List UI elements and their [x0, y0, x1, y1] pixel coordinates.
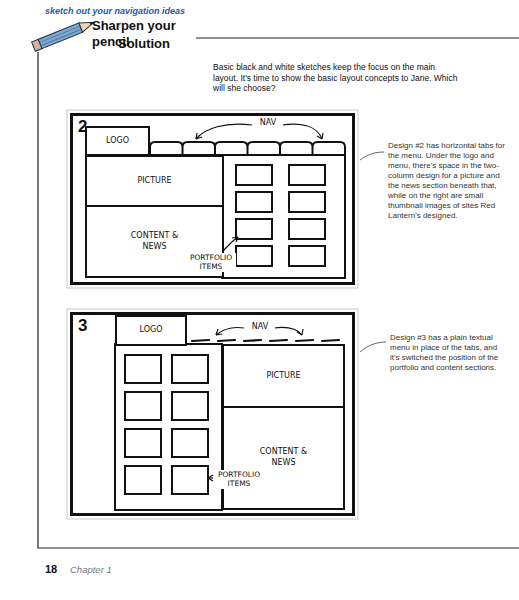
sketch-shadow: [67, 110, 358, 288]
thumbnail-box: [125, 392, 161, 420]
sketch-frame: 3 LOGO PICTURE CONTENT & NEWS: [70, 312, 355, 516]
nav-arrow: [196, 124, 252, 139]
box-label: PICTURE: [266, 371, 300, 382]
thumbnail-box: [236, 246, 272, 266]
box-label: PICTURE: [137, 176, 171, 187]
box-label: CONTENT & NEWS: [131, 231, 179, 253]
intro-text: Basic black and white sketches keep the …: [213, 62, 458, 94]
arrowhead: [196, 133, 202, 139]
sketch-number: 3: [78, 316, 87, 336]
nav-arrow: [282, 124, 322, 139]
annotation: Design #2 has horizontal tabs for the me…: [388, 141, 512, 221]
sketch-shadow: [67, 309, 358, 519]
thumbnail-grid: [236, 165, 325, 266]
box-label: LOGO: [140, 325, 163, 336]
portfolio-arrow: [222, 237, 238, 252]
thumbnail-box: [289, 246, 325, 266]
portfolio-label: PORTFOLIO ITEMS: [186, 253, 236, 272]
banner-rule: [196, 37, 519, 38]
content-box: CONTENT & NEWS: [222, 406, 345, 510]
nav-arrow: [274, 327, 302, 335]
arrowhead: [208, 475, 213, 481]
thumbnail-box: [172, 466, 208, 494]
arrowhead: [297, 329, 303, 335]
page-number: 18: [45, 563, 65, 577]
picture-box: PICTURE: [222, 344, 345, 408]
portfolio-label: PORTFOLIO ITEMS: [214, 470, 264, 489]
nav-label: NAV: [253, 118, 283, 128]
thumbnail-box: [289, 165, 325, 185]
thumbnail-box: [289, 219, 325, 239]
arrowhead: [317, 133, 323, 139]
thumbnail-box: [125, 466, 161, 494]
thumbnail-box: [172, 429, 208, 457]
box-label: LOGO: [106, 136, 129, 147]
nav-tabs: [150, 142, 345, 155]
arrowhead: [232, 237, 238, 242]
banner-subtitle: Solution: [118, 36, 198, 52]
arrowhead: [216, 329, 222, 335]
chapter-label: Chapter 1: [70, 564, 150, 576]
running-header: sketch out your navigation ideas: [45, 6, 345, 17]
box-label: CONTENT & NEWS: [260, 447, 308, 469]
pencil-icon: [32, 18, 96, 52]
thumbnail-box: [236, 219, 272, 239]
portfolio-column: [222, 155, 345, 278]
leader-line: [360, 342, 386, 352]
logo-box: LOGO: [115, 315, 187, 346]
annotation: Design #3 has a plain textual menu in pl…: [390, 333, 508, 373]
picture-box: PICTURE: [85, 155, 224, 207]
text-menu: [192, 340, 339, 341]
thumbnail-box: [172, 392, 208, 420]
thumbnail-box: [172, 355, 208, 383]
thumbnail-box: [125, 355, 161, 383]
thumbnail-box: [125, 429, 161, 457]
thumbnail-box: [289, 192, 325, 212]
nav-label: NAV: [245, 322, 275, 332]
portfolio-column: [115, 344, 222, 510]
thumbnail-box: [236, 165, 272, 185]
thumbnail-grid: [125, 355, 208, 494]
logo-box: LOGO: [85, 126, 150, 156]
page-frame: [38, 52, 519, 548]
leader-line: [360, 152, 384, 160]
thumbnail-box: [236, 192, 272, 212]
nav-arrow: [216, 327, 244, 335]
